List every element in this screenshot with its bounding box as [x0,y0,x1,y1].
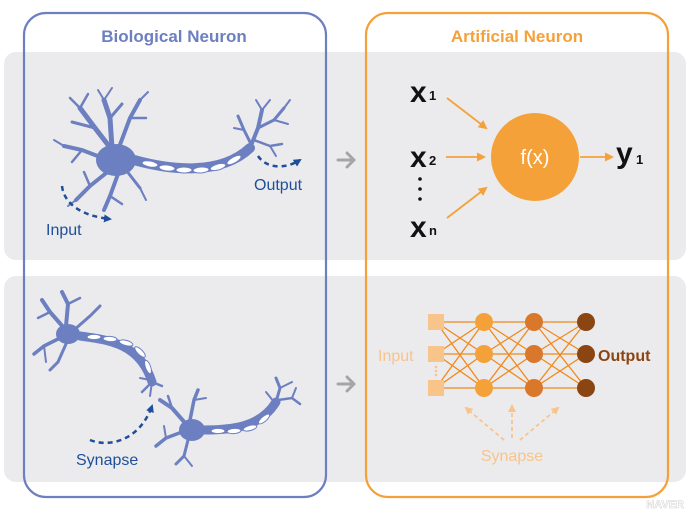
activation-function-node [491,113,579,201]
output-arrow-icon [256,155,302,168]
output-node [577,379,595,397]
vertical-ellipsis-icon [418,177,422,201]
naver-watermark: NAVER [646,499,684,511]
network-input-label: Input [378,348,414,365]
top-row-panel [4,52,686,260]
hidden-node [475,379,493,397]
y1-subscript: 1 [636,152,643,167]
input-node [428,346,444,362]
hidden-layer-2 [525,313,543,397]
hidden-node [525,345,543,363]
synapse-arrow-icon [464,406,505,441]
synapse-label: Synapse [76,452,138,469]
network-output-label: Output [598,348,651,365]
hidden-node [525,379,543,397]
xn-subscript: n [429,223,437,238]
y1-variable: y [616,137,633,170]
hidden-node [525,313,543,331]
comparison-arrow-icon [336,151,356,169]
output-node [577,313,595,331]
comparison-arrow-icon [336,375,356,393]
hidden-layer-1 [475,313,493,397]
input-node [428,314,444,330]
input-label: Input [46,222,82,239]
input-arrow-icon [60,185,112,223]
input-node [428,380,444,396]
output-label: Output [254,177,303,194]
input-x2: x 2 [410,141,436,174]
x1-weight-arrow [446,97,488,130]
x1-variable: x [410,76,427,109]
xn-weight-arrow [446,186,488,219]
network-synapse-label: Synapse [481,448,543,465]
input-x1: x 1 [410,76,436,109]
activation-function-label: f(x) [521,147,550,169]
synapse-arrow-icon [519,406,560,441]
artificial-neuron-frame [364,11,670,499]
input-xn: x n [410,211,437,244]
artificial-neuron-title: Artificial Neuron [451,27,583,46]
biological-neuron-illustration [53,87,291,212]
output-layer [577,313,595,397]
biological-neuron-frame [22,11,328,499]
synapse-neurons-illustration [32,290,302,467]
input-layer-ellipsis-icon [434,365,438,377]
output-node [577,345,595,363]
output-y1: y 1 [616,137,643,170]
x2-variable: x [410,141,427,174]
x2-subscript: 2 [429,153,436,168]
bottom-row-panel [4,276,686,482]
xn-variable: x [410,211,427,244]
input-layer [428,314,444,396]
x1-subscript: 1 [429,88,436,103]
hidden-node [475,313,493,331]
hidden-node [475,345,493,363]
biological-neuron-title: Biological Neuron [101,27,246,46]
